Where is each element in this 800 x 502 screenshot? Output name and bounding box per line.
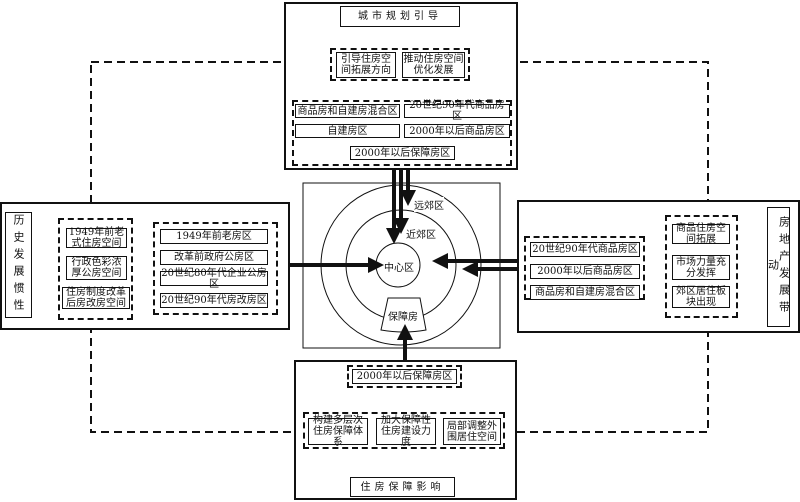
effect-box: 推动住房空间优化发展 [402,52,465,78]
zone-box: 商品房和自建房混合区 [295,104,400,118]
title-historical-inertia: 历史发展惯性 [5,212,32,318]
effect-box: 局部调整外围居住空间 [443,418,501,445]
label-outer-suburb: 远郊区 [414,197,444,212]
group-planning-zones [292,100,512,166]
group-planning-effects [330,48,470,81]
zone-box: 自建房区 [295,124,400,138]
group-real-estate-effects [665,215,738,318]
label-core: 中心区 [384,263,414,274]
zone-box: 2000年以后商品房区 [404,124,510,138]
zone-box: 1949年前老房区 [160,229,268,244]
zone-box: 20世纪80年代企业公房区 [160,267,268,290]
label-inner-suburb: 近郊区 [406,226,436,241]
title-real-estate: 房地产发展带动 [767,207,791,327]
zone-box: 20世纪90年代商品房区 [404,100,510,122]
zone-box: 2000年以后保障房区 [352,369,457,384]
panel-urban-planning [284,2,518,170]
effect-box: 引导住房空间拓展方向 [336,52,396,78]
group-security-effects [303,412,505,449]
title-housing-security: 住房保障影响 [350,477,455,497]
group-history-effects [58,218,133,320]
effect-box: 商品住房空间拓展 [672,223,730,245]
effect-box: 1949年前老式住房空间 [66,227,127,249]
label-affordable: 保障房 [388,312,418,323]
effect-box: 市场力量充分发挥 [672,255,730,280]
zone-box: 20世纪90年代房改房区 [160,293,268,308]
effect-box: 郊区居住板块出现 [672,286,730,308]
group-security-zone [347,365,462,388]
zone-box: 20世纪90年代商品房区 [530,242,640,257]
zone-box: 改革前政府公房区 [160,250,268,265]
effect-box: 住房制度改革后房改房空间 [62,287,130,309]
group-history-zones [153,222,278,315]
zone-box: 2000年以后商品房区 [530,264,640,279]
zone-box: 2000年以后保障房区 [350,146,455,160]
zone-box: 商品房和自建房混合区 [530,285,640,300]
title-urban-planning: 城市规划引导 [340,6,460,27]
effect-box: 加大保障性住房建设力度 [376,415,436,448]
effect-box: 行政色彩浓厚公房空间 [66,256,127,280]
effect-box: 构建多层次住房保障体系 [308,415,368,448]
